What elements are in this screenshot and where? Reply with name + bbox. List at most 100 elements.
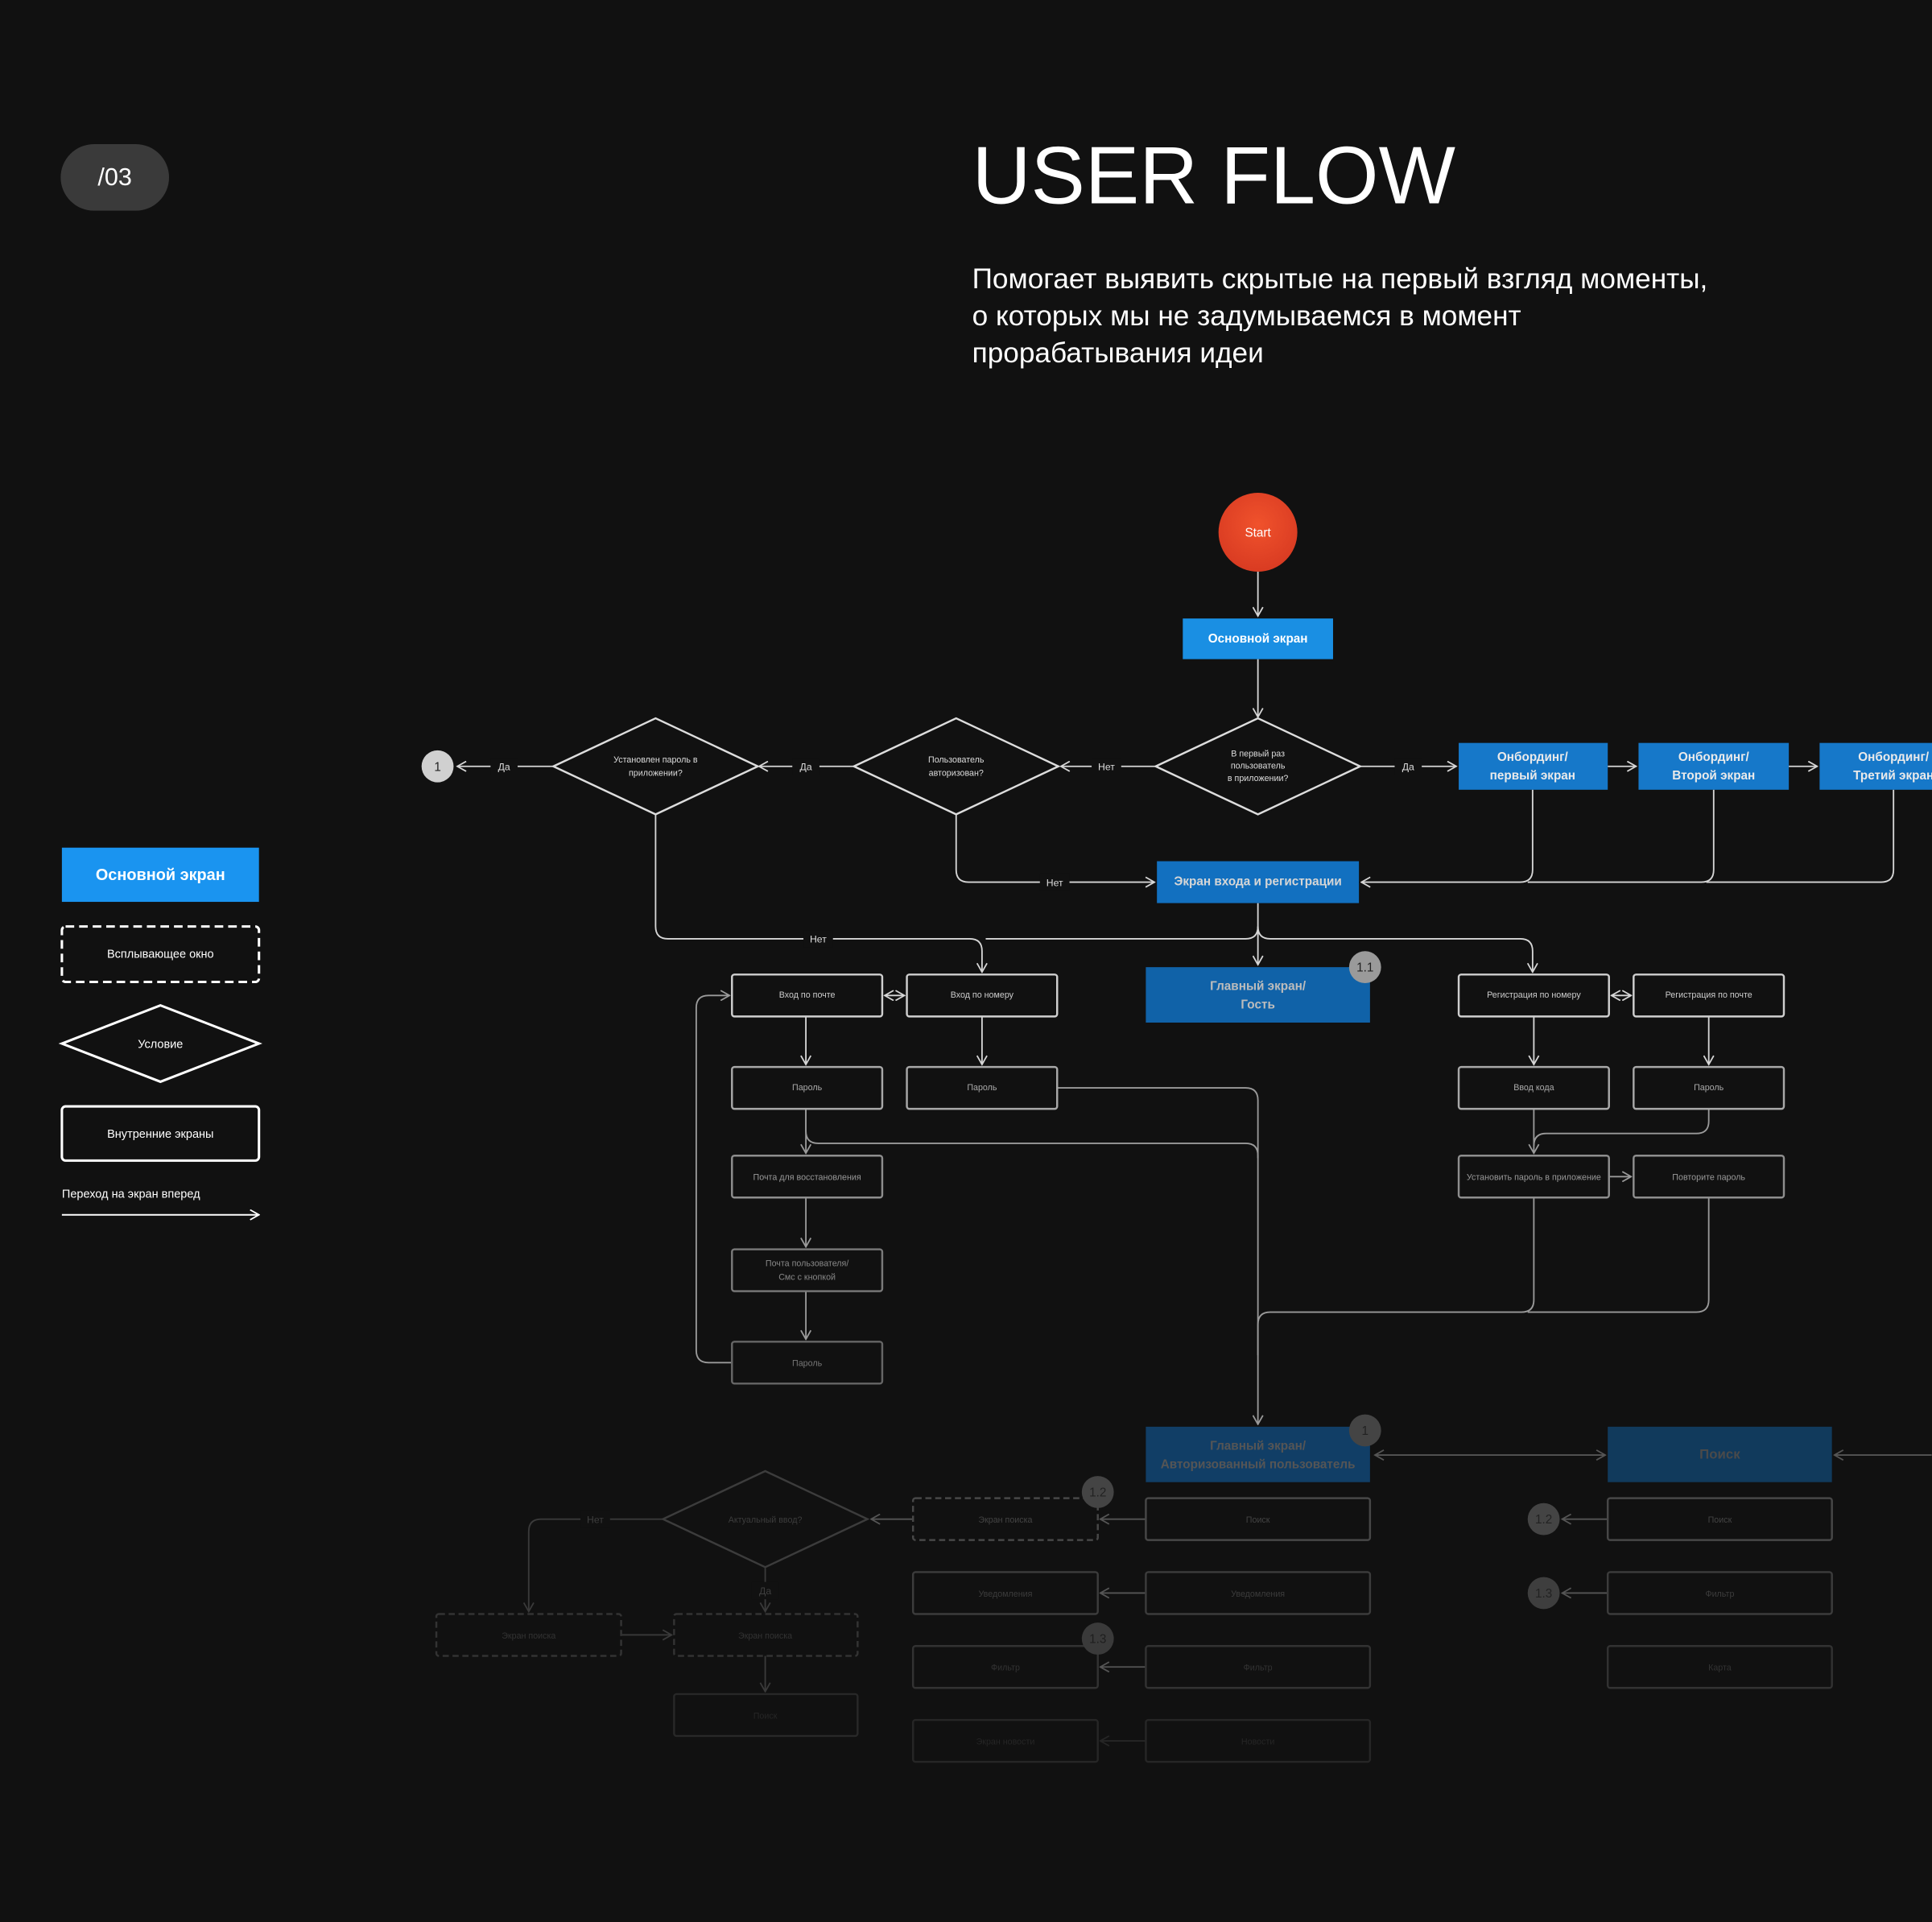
svg-text:Онбординг/: Онбординг/	[1497, 750, 1569, 764]
svg-text:Экран входа и регистрации: Экран входа и регистрации	[1174, 875, 1341, 889]
svg-text:Установлен пароль в: Установлен пароль в	[613, 755, 698, 765]
news-screen[interactable]: Экран новости	[911, 1718, 1099, 1763]
svg-text:Поиск: Поиск	[1246, 1515, 1270, 1525]
set-app-password-screen[interactable]: Установить пароль в приложение	[1457, 1155, 1610, 1199]
legend-condition	[58, 1003, 262, 1084]
login-email-screen[interactable]: Вход по почте	[731, 973, 884, 1018]
recovery-email-screen[interactable]: Почта для восстановления	[731, 1155, 884, 1199]
onboarding-screen-3[interactable]: Онбординг/ Третий экран	[1819, 742, 1932, 790]
guest-home-screen[interactable]: Главный экран/ Гость	[1146, 967, 1370, 1023]
ref-badge-1-2[interactable]: 1.2	[1081, 1476, 1114, 1508]
search-main-screen[interactable]: Поиск	[1608, 1426, 1832, 1482]
svg-text:Основной экран: Основной экран	[1208, 632, 1308, 646]
code-input-screen[interactable]: Ввод кода	[1457, 1065, 1610, 1110]
search-result-screen[interactable]: Поиск	[673, 1693, 859, 1738]
search-screen-popup[interactable]: Экран поиска	[435, 1613, 622, 1657]
condition-first-time[interactable]: В первый раз пользователь в приложении?	[1153, 717, 1363, 816]
mid-connectors	[695, 995, 1710, 1424]
svg-text:Второй экран: Второй экран	[1672, 769, 1755, 783]
user-email-screen[interactable]: Почта пользователя/Смс с кнопкой	[731, 1248, 884, 1292]
onboarding-screen-1[interactable]: Онбординг/ первый экран	[1459, 742, 1608, 790]
condition-valid-input[interactable]: Актуальный ввод?	[660, 1469, 870, 1569]
svg-text:1.2: 1.2	[1089, 1486, 1106, 1500]
lower-edge-labels: Нет Да	[580, 1510, 779, 1600]
svg-text:В первый раз: В первый раз	[1231, 749, 1285, 758]
filter-screen[interactable]: Фильтр	[911, 1645, 1099, 1689]
svg-text:Регистрация по номеру: Регистрация по номеру	[1487, 990, 1581, 1000]
ref-badge-1[interactable]: 1	[421, 750, 454, 783]
reg-phone-screen[interactable]: Регистрация по номеру	[1457, 973, 1610, 1018]
login-phone-screen[interactable]: Вход по номеру	[906, 973, 1059, 1018]
svg-text:Уведомления: Уведомления	[979, 1589, 1033, 1599]
svg-text:Нет: Нет	[810, 934, 827, 945]
svg-text:Пароль: Пароль	[792, 1083, 823, 1093]
notifications-screen[interactable]: Уведомления	[911, 1571, 1099, 1615]
svg-text:Онбординг/: Онбординг/	[1858, 750, 1930, 764]
onboarding-screen-2[interactable]: Онбординг/ Второй экран	[1638, 742, 1790, 790]
svg-text:1.3: 1.3	[1089, 1633, 1106, 1647]
login-registration-screen[interactable]: Экран входа и регистрации	[1157, 861, 1360, 903]
login-screens: Вход по почте Вход по номеру Регистрация…	[731, 973, 1785, 1018]
svg-text:Экран поиска: Экран поиска	[978, 1515, 1032, 1525]
svg-text:Пароль: Пароль	[1694, 1083, 1724, 1093]
condition-authorized[interactable]: Пользователь авторизован?	[851, 717, 1061, 816]
password-screen[interactable]: Пароль	[731, 1341, 884, 1385]
fourth-row-screens: Почта пользователя/Смс с кнопкой Пароль	[731, 1248, 884, 1385]
search-screen-popup[interactable]: Экран поиска	[911, 1497, 1099, 1541]
svg-text:Поиск: Поиск	[1699, 1447, 1740, 1462]
legend-popup-label: Всплывающее окно	[107, 949, 214, 961]
subtitle-line: Помогает выявить скрытые на первый взгля…	[972, 263, 1708, 295]
svg-text:Да: Да	[498, 762, 510, 773]
svg-text:Пользователь: Пользователь	[928, 755, 985, 765]
edge-labels: Да Нет Да Да Нет Нет	[490, 758, 1422, 948]
main-screen-node[interactable]: Основной экран	[1183, 618, 1333, 659]
password-screen[interactable]: Пароль	[731, 1065, 884, 1110]
search-item-filter[interactable]: Фильтр	[1606, 1571, 1833, 1615]
ref-badge-1-3[interactable]: 1.3	[1527, 1577, 1560, 1610]
legend-main-screen	[61, 847, 259, 903]
ref-badge-1[interactable]: 1	[1348, 1414, 1381, 1447]
auth-item-notifications[interactable]: Уведомления	[1145, 1571, 1372, 1615]
auth-item-filter[interactable]: Фильтр	[1145, 1645, 1372, 1689]
svg-text:Да: Да	[1402, 762, 1414, 773]
auth-item-news[interactable]: Новости	[1145, 1718, 1372, 1763]
svg-text:приложении?: приложении?	[629, 769, 683, 779]
svg-text:Карта: Карта	[1708, 1664, 1732, 1673]
ref-badge-1-2[interactable]: 1.2	[1527, 1502, 1560, 1536]
svg-text:Фильтр: Фильтр	[991, 1664, 1020, 1673]
auth-item-search[interactable]: Поиск	[1145, 1497, 1372, 1541]
repeat-password-screen[interactable]: Повторите пароль	[1633, 1155, 1785, 1199]
search-item-map[interactable]: Карта	[1606, 1645, 1833, 1689]
svg-text:Нет: Нет	[1046, 877, 1063, 888]
second-row-screens: Пароль Пароль Ввод кода Пароль	[731, 1065, 1785, 1110]
section-badge	[60, 144, 170, 211]
password-screen[interactable]: Пароль	[1633, 1065, 1785, 1110]
start-node[interactable]	[1218, 493, 1298, 572]
legend-condition-label: Условие	[138, 1038, 183, 1051]
search-screen-popup[interactable]: Экран поиска	[673, 1613, 859, 1657]
search-item-search[interactable]: Поиск	[1606, 1497, 1833, 1541]
legend-inner-screens-label: Внутренние экраны	[107, 1128, 213, 1141]
auth-items: Поиск Уведомления Фильтр Новости Экран п…	[911, 1497, 1833, 1763]
svg-text:пользователь: пользователь	[1231, 762, 1286, 771]
svg-text:Поиск: Поиск	[1708, 1515, 1732, 1525]
reg-email-screen[interactable]: Регистрация по почте	[1633, 973, 1785, 1018]
svg-text:Экран поиска: Экран поиска	[502, 1631, 555, 1641]
svg-text:1: 1	[1362, 1424, 1369, 1438]
svg-text:Экран поиска: Экран поиска	[738, 1631, 792, 1641]
svg-text:Экран новости: Экран новости	[976, 1737, 1035, 1746]
svg-text:Регистрация по почте: Регистрация по почте	[1666, 990, 1752, 1000]
svg-text:Ввод кода: Ввод кода	[1513, 1083, 1554, 1093]
condition-password-set[interactable]: Установлен пароль в приложении?	[551, 717, 761, 816]
ref-badge-1-3[interactable]: 1.3	[1081, 1622, 1114, 1655]
svg-text:Авторизованный пользователь: Авторизованный пользователь	[1161, 1457, 1356, 1471]
svg-text:Поиск: Поиск	[753, 1711, 778, 1721]
svg-text:Установить пароль в приложение: Установить пароль в приложение	[1467, 1173, 1601, 1183]
ref-badge-1-1[interactable]: 1.1	[1348, 951, 1381, 984]
subtitle-line: прорабатывания идеи	[972, 337, 1264, 369]
svg-text:Уведомления: Уведомления	[1231, 1589, 1285, 1599]
password-screen[interactable]: Пароль	[906, 1065, 1059, 1110]
auth-home-screen[interactable]: Главный экран/ Авторизованный пользовате…	[1146, 1426, 1370, 1482]
svg-text:Онбординг/: Онбординг/	[1678, 750, 1750, 764]
